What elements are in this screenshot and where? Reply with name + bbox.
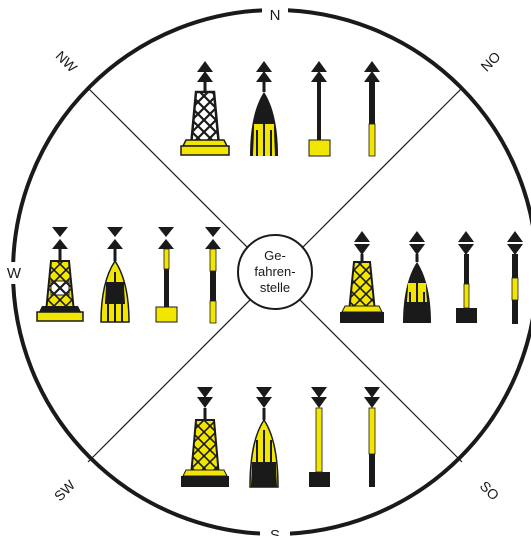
east-spar-buoy (403, 231, 431, 323)
compass-label-south: S (270, 527, 280, 536)
south-pole (364, 387, 380, 487)
west-pole (205, 227, 221, 323)
compass-label-north: N (270, 7, 281, 24)
south-spar-buoy (250, 387, 278, 487)
south-lattice-beacon (181, 387, 229, 487)
north-spar-buoy (250, 61, 278, 156)
north-pole (364, 61, 380, 156)
south-cardinal-marks (181, 387, 380, 487)
east-pillar-stake (456, 231, 477, 323)
danger-label-line2: fahren- (254, 264, 295, 279)
west-lattice-beacon (37, 227, 83, 321)
east-pole (507, 231, 523, 324)
west-spar-buoy (101, 227, 129, 322)
south-pillar-stake (309, 387, 330, 487)
north-cardinal-marks (181, 61, 380, 156)
east-cardinal-marks (340, 231, 523, 324)
north-lattice-beacon (181, 61, 229, 155)
compass-label-west: W (7, 265, 22, 282)
north-pillar-stake (309, 61, 330, 156)
west-cardinal-marks (37, 227, 221, 323)
danger-label-line3: stelle (260, 280, 290, 295)
east-lattice-beacon (340, 231, 384, 323)
danger-label-line1: Ge- (264, 248, 286, 263)
west-pillar-stake (156, 227, 177, 322)
